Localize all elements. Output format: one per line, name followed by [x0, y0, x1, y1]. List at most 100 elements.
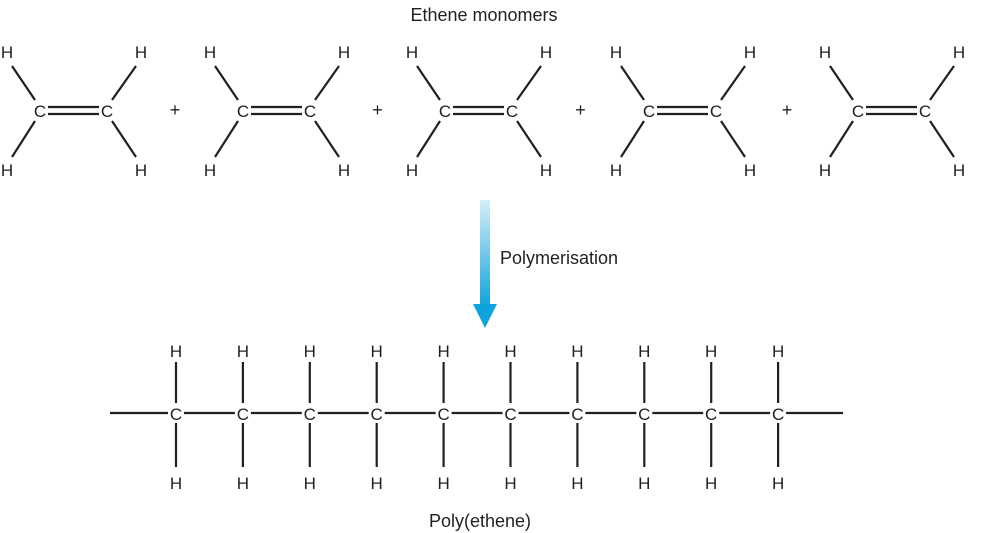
single-bond: [620, 120, 645, 158]
polymer-repeat-unit: HCH: [437, 342, 503, 493]
carbon-atom: C: [919, 102, 931, 121]
polymer-repeat-unit: HCH: [237, 342, 302, 493]
hydrogen-atom: H: [437, 474, 449, 493]
carbon-atom: C: [371, 405, 383, 424]
hydrogen-atom: H: [610, 161, 622, 180]
hydrogen-atom: H: [170, 342, 182, 361]
hydrogen-atom: H: [953, 43, 965, 62]
hydrogen-atom: H: [705, 342, 717, 361]
hydrogen-atom: H: [170, 474, 182, 493]
single-bond: [416, 65, 441, 101]
polymer-repeat-unit: H C H: [638, 342, 704, 493]
carbon-atom: C: [710, 102, 722, 121]
single-bond: [214, 65, 239, 101]
hydrogen-atom: H: [371, 342, 383, 361]
polymer-repeat-unit: H C H: [304, 342, 369, 493]
arrow-shaft: [480, 200, 490, 308]
hydrogen-atom: H: [705, 474, 717, 493]
hydrogen-atom: H: [406, 43, 418, 62]
hydrogen-atom: H: [953, 161, 965, 180]
single-bond: [111, 65, 137, 101]
hydrogen-atom: H: [744, 161, 756, 180]
monomers-title: Ethene monomers: [410, 5, 557, 25]
hydrogen-atom: H: [338, 161, 350, 180]
single-bond: [929, 65, 955, 101]
hydrogen-atom: H: [1, 161, 13, 180]
single-bond: [516, 120, 542, 158]
hydrogen-atom: H: [237, 474, 249, 493]
plus-sign: +: [782, 100, 793, 120]
hydrogen-atom: H: [135, 161, 147, 180]
polymer-repeat-unit: H C H: [772, 342, 843, 493]
single-bond: [516, 65, 542, 101]
single-bond: [11, 120, 36, 158]
single-bond: [929, 120, 955, 158]
carbon-atom: C: [437, 405, 449, 424]
hydrogen-atom: H: [338, 43, 350, 62]
arrow-label: Polymerisation: [500, 248, 618, 268]
carbon-atom: C: [237, 102, 249, 121]
plus-sign: +: [372, 100, 383, 120]
single-bond: [416, 120, 441, 158]
polymer-repeat-unit: H C H: [571, 342, 637, 493]
carbon-atom: C: [170, 405, 182, 424]
carbon-atom: C: [101, 102, 113, 121]
hydrogen-atom: H: [744, 43, 756, 62]
single-bond: [11, 65, 36, 101]
hydrogen-atom: H: [819, 161, 831, 180]
single-bond: [214, 120, 239, 158]
single-bond: [620, 65, 645, 101]
single-bond: [314, 65, 340, 101]
ethene-monomer: H H H H C C: [204, 43, 350, 180]
polymer-repeat-unit: HCH: [504, 342, 570, 493]
hydrogen-atom: H: [571, 342, 583, 361]
hydrogen-atom: H: [504, 474, 516, 493]
hydrogen-atom: H: [540, 43, 552, 62]
hydrogen-atom: H: [406, 161, 418, 180]
hydrogen-atom: H: [1, 43, 13, 62]
hydrogen-atom: H: [571, 474, 583, 493]
carbon-atom: C: [304, 405, 316, 424]
single-bond: [314, 120, 340, 158]
single-bond: [111, 120, 137, 158]
hydrogen-atom: H: [772, 474, 784, 493]
single-bond: [720, 65, 746, 101]
carbon-atom: C: [772, 405, 784, 424]
carbon-atom: C: [638, 405, 650, 424]
polymerisation-arrow: [473, 200, 497, 328]
polymer-repeat-unit: H C H: [170, 342, 235, 493]
polymer-repeat-unit: H C H: [371, 342, 436, 493]
carbon-atom: C: [571, 405, 583, 424]
hydrogen-atom: H: [772, 342, 784, 361]
carbon-atom: C: [643, 102, 655, 121]
hydrogen-atom: H: [135, 43, 147, 62]
product-label: Poly(ethene): [429, 511, 531, 531]
carbon-atom: C: [237, 405, 249, 424]
carbon-atom: C: [506, 102, 518, 121]
hydrogen-atom: H: [304, 342, 316, 361]
hydrogen-atom: H: [610, 43, 622, 62]
carbon-atom: C: [304, 102, 316, 121]
hydrogen-atom: H: [819, 43, 831, 62]
ethene-monomer: H H H H C C: [819, 43, 965, 180]
carbon-atom: C: [439, 102, 451, 121]
ethene-monomer: H H H H C C: [1, 43, 147, 180]
hydrogen-atom: H: [304, 474, 316, 493]
hydrogen-atom: H: [638, 342, 650, 361]
carbon-atom: C: [504, 405, 516, 424]
plus-sign: +: [170, 100, 181, 120]
carbon-atom: C: [34, 102, 46, 121]
arrow-head: [473, 304, 497, 328]
plus-sign: +: [575, 100, 586, 120]
hydrogen-atom: H: [204, 161, 216, 180]
hydrogen-atom: H: [638, 474, 650, 493]
ethene-monomer-row: H H H H C C + H H H H C C + H H H H C C + H H H H C C + H H H H C C: [1, 43, 965, 180]
hydrogen-atom: H: [371, 474, 383, 493]
ethene-monomer: H H H H C C: [610, 43, 756, 180]
polymer-repeat-unit: HCH: [705, 342, 771, 493]
hydrogen-atom: H: [204, 43, 216, 62]
carbon-atom: C: [852, 102, 864, 121]
